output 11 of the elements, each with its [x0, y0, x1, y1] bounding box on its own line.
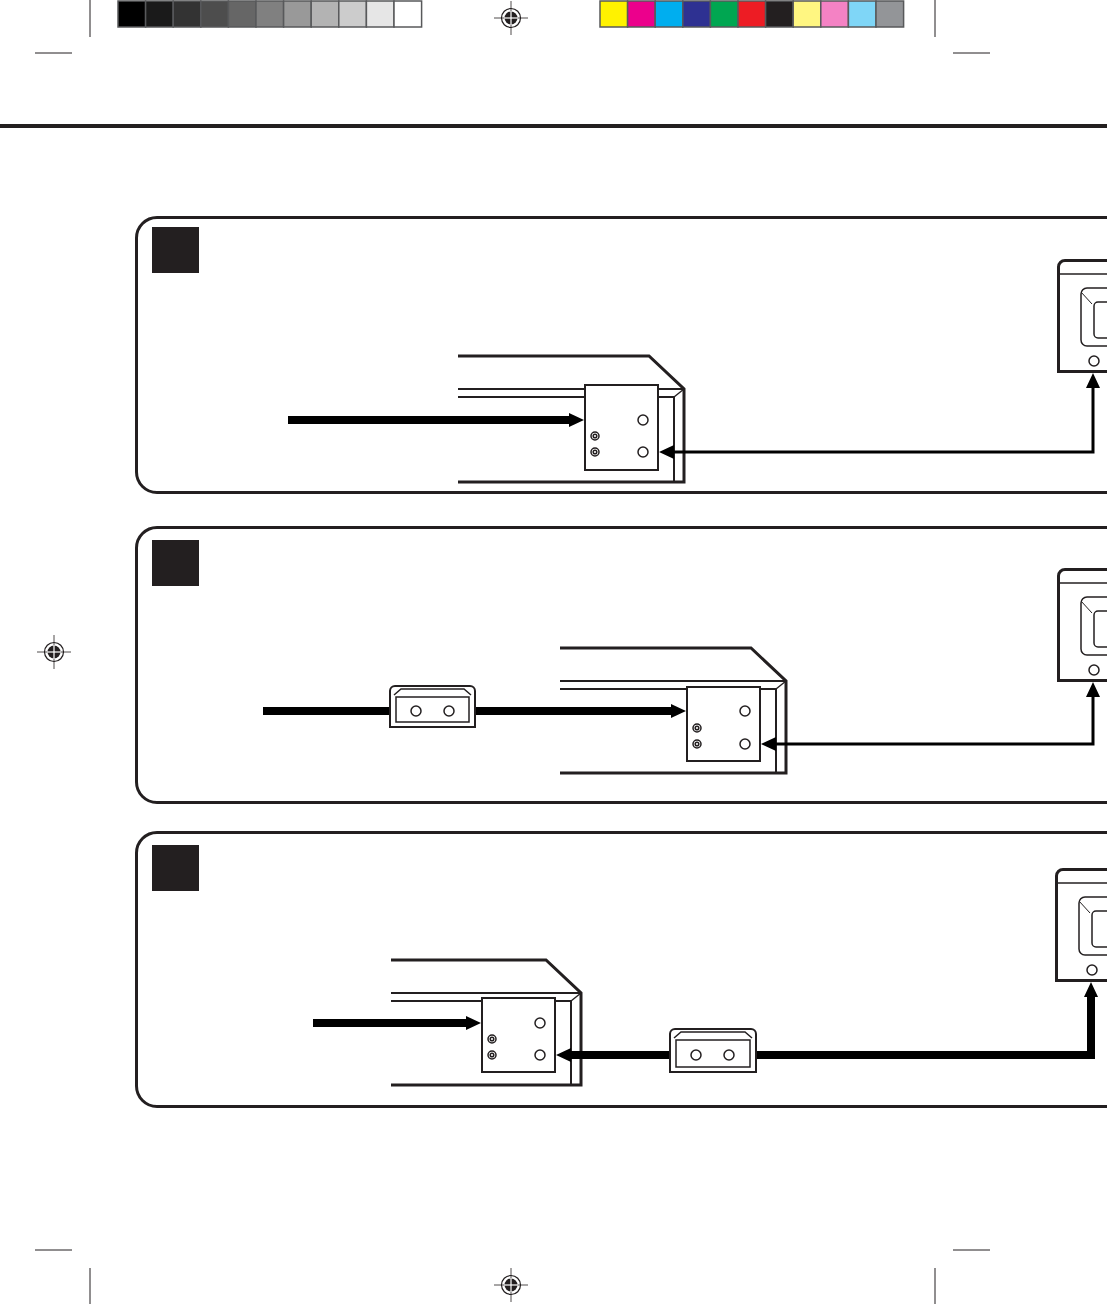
cable	[556, 1048, 669, 1062]
cable	[659, 373, 1100, 459]
step-panel	[135, 831, 1107, 1108]
cable	[757, 982, 1098, 1059]
step-number-badge	[152, 845, 199, 891]
step-panel	[135, 526, 1107, 804]
step-panel	[135, 216, 1107, 494]
cable	[761, 682, 1100, 751]
step-number-badge	[152, 227, 199, 273]
cable	[476, 704, 686, 718]
step-number-badge	[152, 540, 199, 586]
